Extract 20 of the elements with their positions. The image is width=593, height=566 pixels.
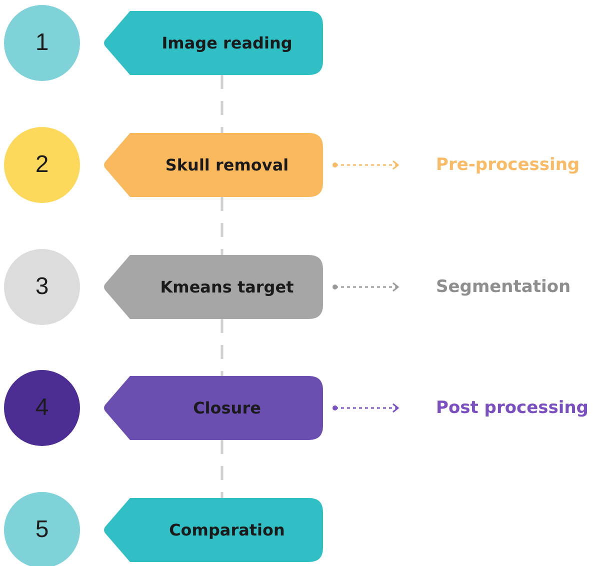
step-number-circle: 3 xyxy=(4,249,80,325)
dashed-connector xyxy=(220,197,224,255)
step-number-circle: 2 xyxy=(4,127,80,203)
step-label: Image reading xyxy=(160,34,294,52)
dotted-arrow xyxy=(332,403,399,413)
step-label: Comparation xyxy=(168,520,286,540)
step-label: Kmeans target xyxy=(159,278,295,296)
step-number-circle: 5 xyxy=(4,492,80,566)
step-label: Skull removal xyxy=(164,156,290,174)
stage-label: Pre-processing xyxy=(436,155,580,175)
dotted-arrow xyxy=(332,160,399,170)
step-number-circle: 4 xyxy=(4,370,80,446)
dashed-connector xyxy=(220,440,224,498)
stage-label: Post processing xyxy=(436,398,588,418)
step-number-circle: 1 xyxy=(4,5,80,81)
dashed-connector xyxy=(220,75,224,133)
dashed-connector xyxy=(220,319,224,376)
dotted-arrow xyxy=(332,282,399,292)
stage-label: Segmentation xyxy=(436,277,571,297)
step-label: Closure xyxy=(192,398,262,418)
